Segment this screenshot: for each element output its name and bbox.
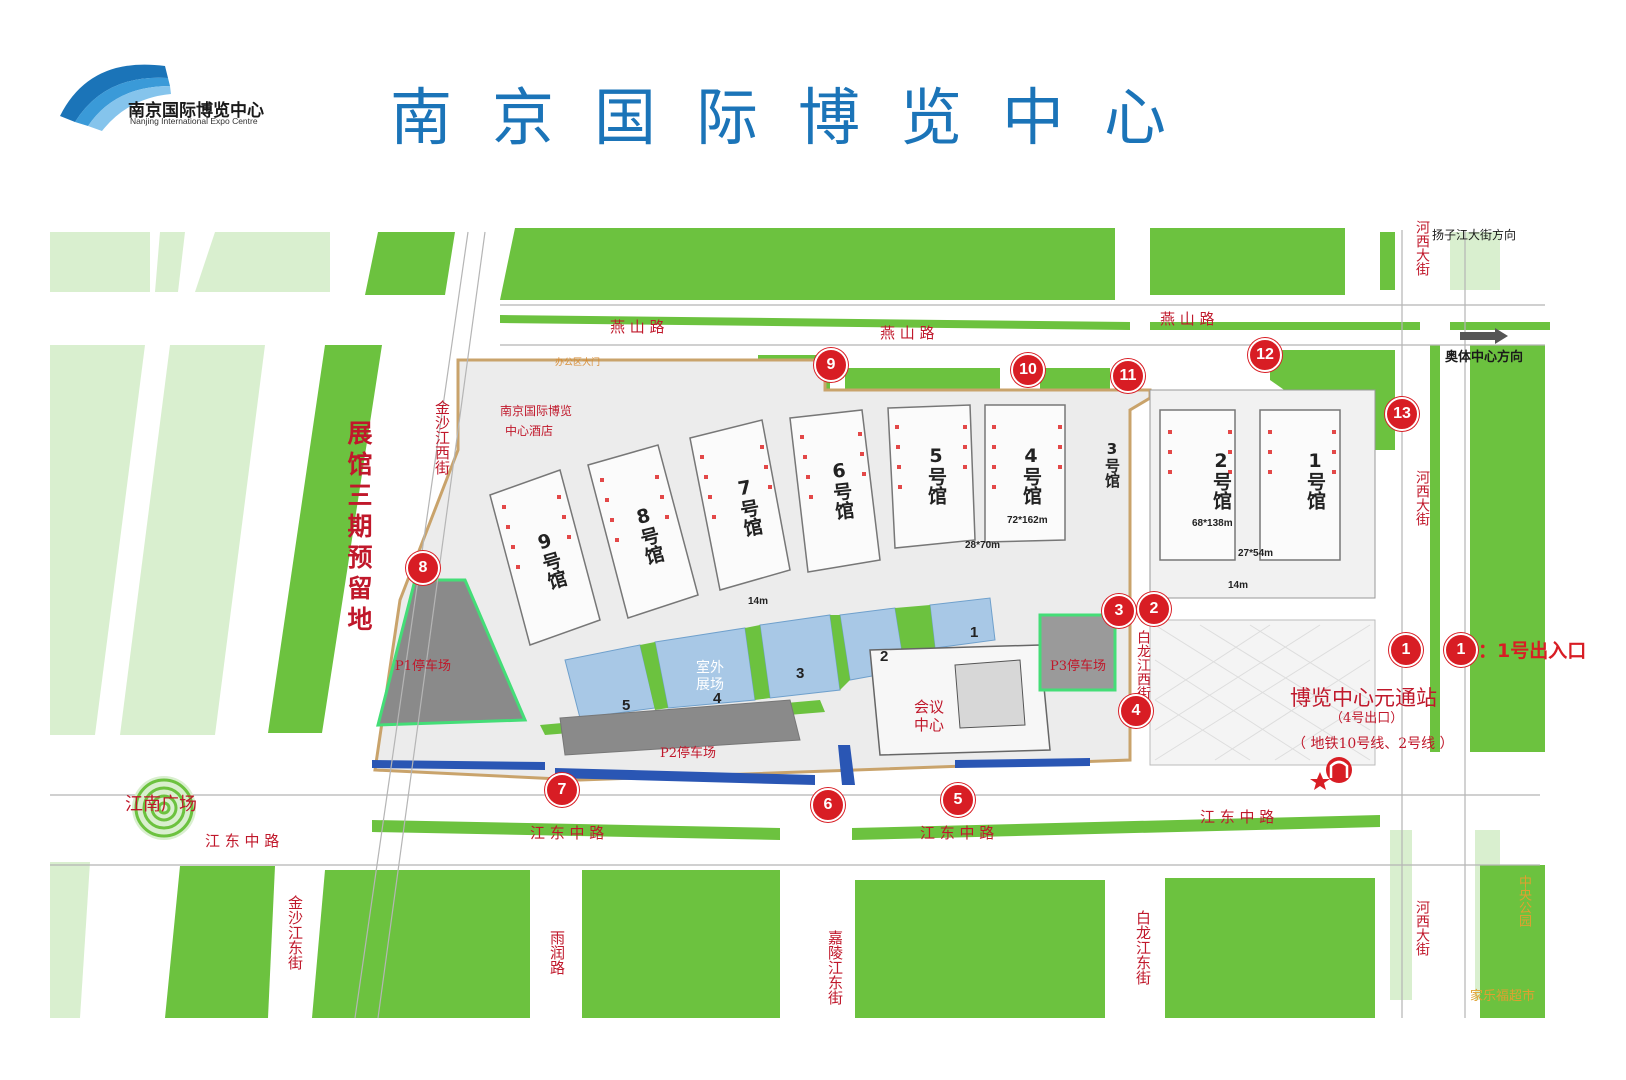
- page-title-wrap: 南京国际博览中心: [390, 78, 1270, 158]
- outdoor-area-4: 4: [713, 690, 722, 707]
- direction-olympic: 奥体中心方向: [1445, 350, 1524, 365]
- road-jiangdong-2: 江 东 中 路: [530, 824, 605, 842]
- logo-mark: [60, 64, 171, 131]
- entrance-9-marker[interactable]: 9: [814, 348, 848, 382]
- logo-cn: 南京国际博览中心: [128, 101, 264, 121]
- hotel-name-2: 中心酒店: [505, 424, 554, 438]
- road-hexi-top: 河西大街: [1414, 220, 1430, 276]
- road-bailong-east: 白龙江东街: [1134, 910, 1152, 985]
- phase3-reserved: 展馆三期预留地: [344, 420, 373, 637]
- legend-marker: 1: [1444, 633, 1478, 667]
- hall-1-label: 1号馆: [1304, 450, 1326, 510]
- road-jialing: 嘉陵江东街: [826, 930, 844, 1005]
- logo[interactable]: 南京国际博览中心 Nanjing International Expo Cent…: [50, 56, 350, 136]
- road-jinsha-east: 金沙江东街: [286, 895, 304, 970]
- hall-3-label: 3号馆: [1103, 440, 1121, 488]
- road-lines: [50, 230, 1545, 1019]
- outdoor-area-5: 5: [622, 697, 631, 714]
- road-bailong-west: 白龙江西街: [1135, 630, 1151, 700]
- hall-buildings: [489, 404, 1341, 646]
- road-yanshan-3: 燕 山 路: [1160, 310, 1215, 328]
- entrance-5-marker[interactable]: 5: [941, 783, 975, 817]
- entrance-6-marker[interactable]: 6: [811, 788, 845, 822]
- hall-booth-markers: [502, 425, 1336, 569]
- direction-arrow: [1460, 328, 1508, 344]
- outdoor-exhibition: 室外展场: [696, 660, 724, 693]
- dimension-28x70: 28*70m: [965, 540, 1001, 551]
- direction-yangzi: 扬子江大街方向: [1432, 228, 1517, 242]
- entrance-12-marker[interactable]: 12: [1248, 338, 1282, 372]
- parking-p2: P2停车场: [660, 746, 717, 761]
- road-jinsha-west: 金沙江西街: [433, 400, 451, 475]
- p1-area: [376, 578, 528, 727]
- parking-p3: P3停车场: [1050, 659, 1107, 674]
- entrance-2-marker[interactable]: 2: [1137, 592, 1171, 626]
- water-channel: [372, 745, 1090, 785]
- jiangnan-square-icon: [132, 776, 196, 840]
- central-park: 中央公园: [1516, 875, 1531, 927]
- entrance-7-marker[interactable]: 7: [545, 773, 579, 807]
- p2-area: [559, 699, 801, 756]
- entrance-10-marker[interactable]: 10: [1011, 353, 1045, 387]
- hall-5-label: 5号馆: [925, 445, 947, 505]
- entrance-3-marker[interactable]: 3: [1102, 594, 1136, 628]
- metro-grid: [1154, 624, 1371, 761]
- outdoor-area-3: 3: [796, 665, 805, 682]
- entrance-4-marker[interactable]: 4: [1119, 694, 1153, 728]
- outdoor-area-2: 2: [880, 648, 889, 665]
- dimension-27x54: 27*54m: [1238, 548, 1274, 559]
- conference-center: 会议中心: [913, 698, 944, 734]
- parking-p1: P1停车场: [395, 659, 452, 674]
- entrance-1-marker[interactable]: 1: [1389, 633, 1423, 667]
- carrefour: 家乐福超市: [1470, 989, 1536, 1004]
- road-hexi-mid: 河西大街: [1414, 470, 1430, 526]
- road-yanshan-1: 燕 山 路: [610, 318, 665, 336]
- dimension-68x138: 68*138m: [1192, 518, 1233, 529]
- p3-area: [1038, 613, 1117, 692]
- road-yurun: 雨润路: [548, 930, 566, 975]
- metro-lines: （ 地铁10号线、2号线 ）: [1292, 736, 1454, 752]
- entrance-11-marker[interactable]: 11: [1111, 359, 1145, 393]
- entrance-8-marker[interactable]: 8: [406, 551, 440, 585]
- metro-icon: [1310, 757, 1352, 790]
- hotel-name-1: 南京国际博览: [500, 404, 573, 418]
- logo-en: Nanjing International Expo Centre: [130, 116, 258, 126]
- dimension-14m-east: 14m: [1228, 580, 1249, 591]
- dimension-72x162: 72*162m: [1007, 515, 1048, 526]
- road-yanshan-2: 燕 山 路: [880, 324, 935, 342]
- legend-text: ：1号出入口: [1478, 640, 1587, 662]
- road-jiangdong-4: 江 东 中 路: [1200, 808, 1275, 826]
- outdoor-area-1: 1: [970, 624, 979, 641]
- entrance-13-marker[interactable]: 13: [1385, 397, 1419, 431]
- road-jiangdong-1: 江 东 中 路: [205, 832, 280, 850]
- road-hexi-bottom: 河西大街: [1414, 900, 1430, 956]
- page-title: 南京国际博览中心: [390, 81, 1207, 154]
- metro-station: 博览中心元通站: [1290, 686, 1437, 710]
- dimension-14m-west: 14m: [748, 596, 769, 607]
- conference-building: [869, 644, 1051, 756]
- jiangnan-square: 江南广场: [125, 794, 197, 815]
- road-jiangdong-3: 江 东 中 路: [920, 824, 995, 842]
- hall-2-label: 2号馆: [1210, 450, 1232, 510]
- outdoor-areas: [564, 597, 996, 719]
- metro-exit: （4号出口）: [1330, 711, 1404, 726]
- office-gate: 办公区大门: [555, 358, 601, 368]
- hall-4-label: 4号馆: [1020, 445, 1042, 505]
